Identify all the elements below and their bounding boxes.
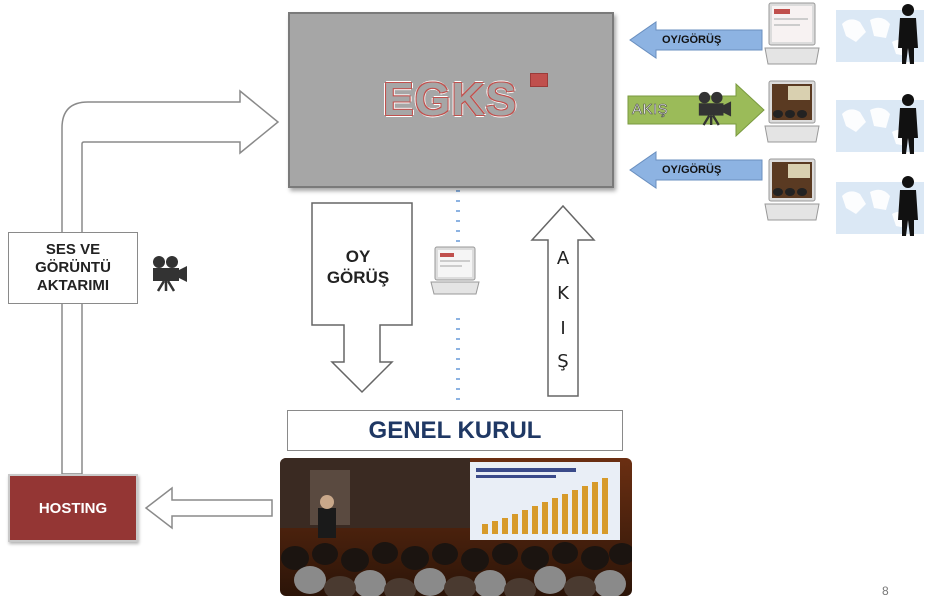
vote-arrow-label: OY/GÖRÜŞ [662,164,722,176]
vote-arrow-2 [629,151,763,189]
video-camera-icon [153,256,187,292]
vote-label: OY GÖRÜŞ [326,247,390,287]
general-assembly-label: GENEL KURUL [368,416,542,444]
flow-letter: K [557,283,569,304]
laptop-icon [764,80,820,143]
page-number: 8 [882,584,889,598]
av-transfer-label: SES VE GÖRÜNTÜ AKTARIMI [35,241,111,294]
hosting-box: HOSTING [8,474,138,542]
vote-down-arrow [311,202,413,394]
video-camera-icon [698,91,732,126]
laptop-icon [764,158,820,221]
av-transfer-box: SES VE GÖRÜNTÜ AKTARIMI [8,232,138,304]
stream-arrow [627,82,765,138]
egks-marker [530,73,548,87]
assembly-to-hosting-arrow [144,486,273,530]
vote-arrow-label: OY/GÖRÜŞ [662,34,722,46]
vote-arrow-1 [629,21,763,59]
businessman-icon [836,94,924,154]
flow-up-arrow [530,204,596,397]
flow-letter: Ş [557,351,569,372]
businessman-icon [836,176,924,236]
flow-letter: I [560,318,566,339]
egks-title: EGKS [383,73,518,125]
general-assembly-box: GENEL KURUL [287,410,623,451]
flow-letter: A [556,248,570,269]
stream-arrow-label: AKIŞ [632,101,669,119]
assembly-photo [280,458,632,596]
laptop-icon [764,2,820,65]
av-transfer-arrow [61,89,280,475]
hosting-label: HOSTING [38,499,108,517]
businessman-icon [836,4,924,64]
laptop-icon [430,246,480,295]
egks-box [288,12,614,188]
